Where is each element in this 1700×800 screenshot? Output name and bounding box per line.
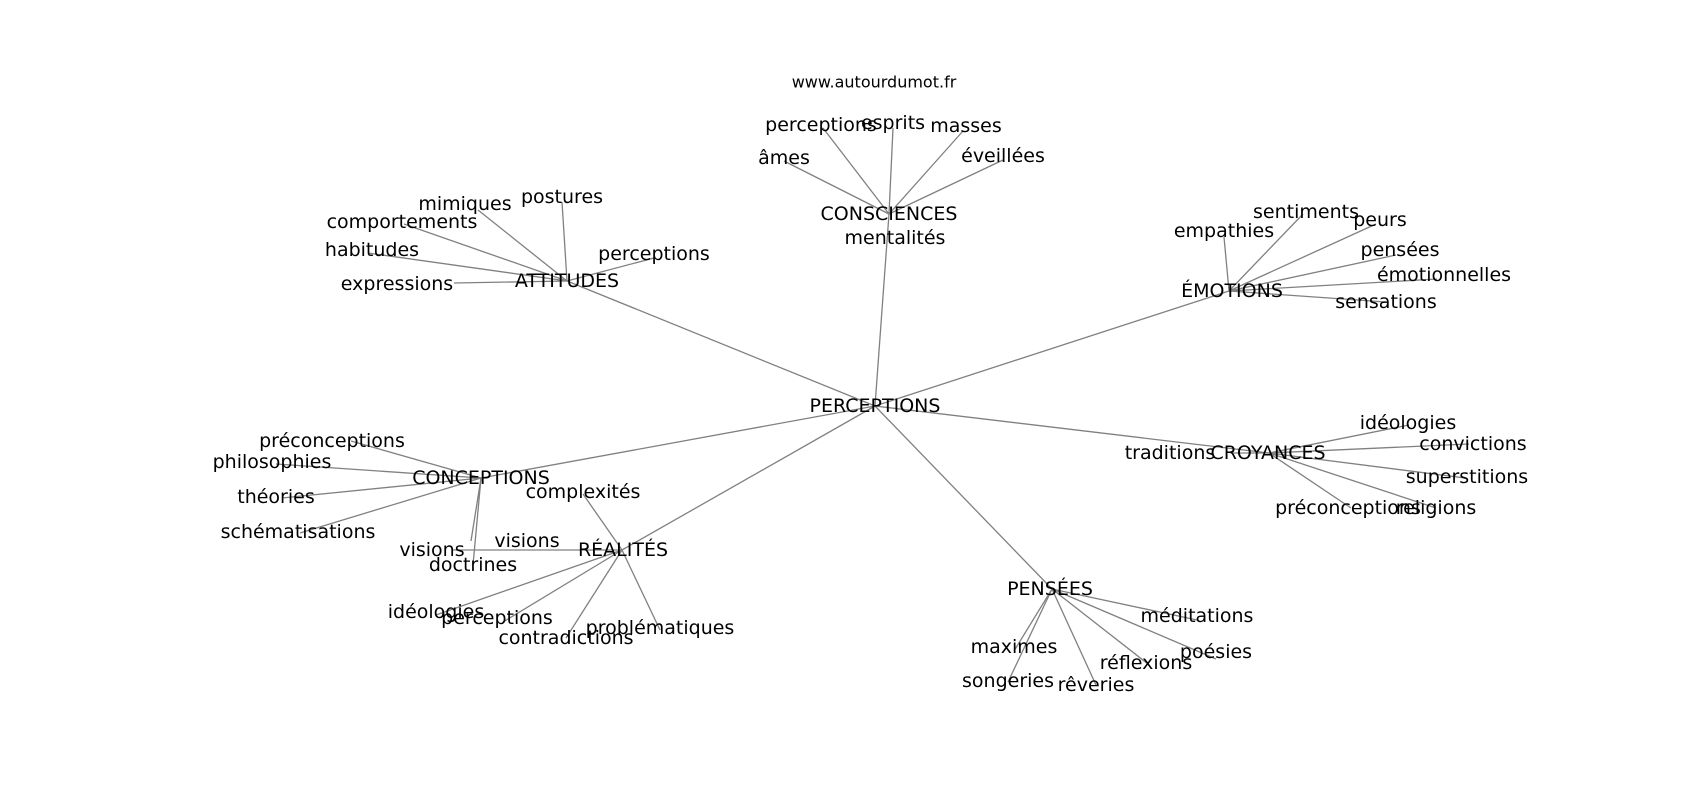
leaf-node-realites-4[interactable]: contradictions	[498, 627, 633, 649]
edge-center-to-attitudes	[566, 280, 876, 407]
edge-center-to-pensees	[874, 405, 1053, 590]
hub-node-emotions[interactable]: ÉMOTIONS	[1181, 279, 1283, 302]
hub-node-consciences[interactable]: CONSCIENCES	[821, 203, 958, 225]
edge-consciences-leaf-4	[888, 159, 1004, 215]
leaf-node-conceptions-2[interactable]: théories	[237, 486, 314, 508]
edge-pensees-leaf-4	[1007, 588, 1053, 683]
edge-emotions-leaf-2	[1228, 223, 1377, 292]
leaf-node-croyances-1[interactable]: traditions	[1125, 442, 1216, 464]
edge-pensees-leaf-5	[1051, 588, 1097, 686]
hub-node-pensees[interactable]: PENSÉES	[1007, 577, 1093, 600]
edge-consciences-leaf-2	[888, 130, 964, 215]
edge-emotions-leaf-4	[1228, 278, 1438, 292]
edge-pensees-leaf-0	[1051, 588, 1198, 621]
leaf-node-pensees-1[interactable]: maximes	[971, 636, 1058, 658]
edge-realites-leaf-2	[435, 549, 623, 616]
edge-realites-leaf-5	[621, 549, 661, 631]
edge-center-to-emotions	[874, 290, 1230, 407]
leaf-node-emotions-5[interactable]: sensations	[1335, 291, 1436, 313]
leaf-node-realites-5[interactable]: problématiques	[586, 617, 735, 639]
edge-attitudes-leaf-4	[453, 280, 568, 284]
edge-consciences-leaf-1	[888, 127, 894, 215]
center-node-label[interactable]: PERCEPTIONS	[810, 395, 941, 417]
leaf-node-realites-1[interactable]: visions	[494, 530, 559, 552]
edge-center-to-realites	[621, 405, 876, 551]
edge-consciences-leaf-3	[783, 160, 890, 215]
edge-attitudes-leaf-3	[367, 252, 568, 282]
leaf-node-emotions-0[interactable]: sentiments	[1253, 201, 1359, 223]
leaf-node-pensees-2[interactable]: poésies	[1180, 641, 1252, 663]
edge-center-to-conceptions	[480, 405, 876, 479]
hub-node-conceptions[interactable]: CONCEPTIONS	[412, 467, 550, 489]
edge-pensees-leaf-3	[1051, 588, 1149, 665]
graph-edges	[275, 127, 1470, 686]
leaf-node-croyances-2[interactable]: convictions	[1419, 433, 1526, 455]
leaf-node-realites-2[interactable]: idéologies	[388, 601, 484, 623]
leaf-node-conceptions-5[interactable]: doctrines	[429, 554, 517, 576]
edge-emotions-leaf-5	[1228, 290, 1387, 303]
leaf-node-consciences-4[interactable]: éveillées	[961, 145, 1045, 167]
leaf-node-pensees-3[interactable]: réflexions	[1100, 652, 1193, 674]
leaf-node-croyances-4[interactable]: préconceptions	[1275, 497, 1421, 519]
leaf-node-consciences-2[interactable]: masses	[930, 115, 1002, 137]
edge-emotions-leaf-0	[1228, 213, 1304, 292]
edge-center-to-consciences	[874, 213, 890, 407]
leaf-node-emotions-1[interactable]: empathies	[1174, 220, 1274, 242]
edge-croyances-leaf-4	[1268, 452, 1352, 509]
leaf-node-emotions-2[interactable]: peurs	[1353, 209, 1407, 231]
edge-attitudes-leaf-5	[566, 257, 655, 282]
leaf-node-emotions-3[interactable]: pensées	[1361, 239, 1440, 261]
edge-croyances-leaf-5	[1268, 452, 1437, 509]
leaf-node-attitudes-5[interactable]: perceptions	[598, 243, 710, 265]
edge-consciences-leaf-0	[822, 127, 890, 215]
edge-attitudes-leaf-2	[403, 223, 568, 282]
leaf-node-attitudes-1[interactable]: postures	[521, 186, 603, 208]
edge-croyances-leaf-0	[1268, 424, 1410, 454]
leaf-node-consciences-3[interactable]: âmes	[758, 147, 810, 169]
hub-node-croyances[interactable]: CROYANCES	[1210, 442, 1325, 464]
leaf-node-consciences-1[interactable]: esprits	[861, 112, 925, 134]
edge-conceptions-leaf-3	[299, 477, 482, 534]
source-watermark: www.autourdumot.fr	[792, 73, 957, 92]
edge-attitudes-leaf-0	[477, 209, 568, 282]
leaf-node-emotions-4[interactable]: émotionnelles	[1377, 264, 1511, 286]
leaf-node-conceptions-1[interactable]: philosophies	[213, 451, 332, 473]
leaf-node-conceptions-3[interactable]: schématisations	[221, 521, 376, 543]
edge-croyances-leaf-2	[1268, 443, 1470, 454]
leaf-node-consciences-5[interactable]: mentalités	[845, 227, 946, 249]
edge-pensees-leaf-1	[1013, 588, 1053, 652]
hub-node-realites[interactable]: RÉALITÉS	[578, 538, 668, 561]
leaf-node-croyances-0[interactable]: idéologies	[1360, 412, 1456, 434]
graph-labels: www.autourdumot.fr PERCEPTIONS ATTITUDES m…	[213, 73, 1529, 697]
leaf-node-pensees-4[interactable]: songeries	[962, 670, 1054, 692]
edge-pensees-leaf-2	[1051, 588, 1217, 660]
edge-attitudes-leaf-1	[561, 201, 568, 282]
hub-node-attitudes[interactable]: ATTITUDES	[515, 270, 619, 292]
leaf-node-consciences-0[interactable]: perceptions	[765, 114, 877, 136]
edge-conceptions-leaf-2	[281, 477, 482, 499]
leaf-node-conceptions-4[interactable]: visions	[399, 539, 464, 561]
edge-center-to-croyances	[874, 405, 1270, 454]
leaf-node-realites-3[interactable]: perceptions	[441, 607, 553, 629]
leaf-node-realites-0[interactable]: complexités	[526, 481, 641, 503]
leaf-node-croyances-5[interactable]: religions	[1396, 497, 1477, 519]
leaf-node-croyances-3[interactable]: superstitions	[1406, 466, 1528, 488]
edge-realites-leaf-4	[565, 549, 623, 639]
edge-realites-leaf-0	[582, 493, 623, 551]
edge-emotions-leaf-1	[1223, 236, 1230, 292]
leaf-node-attitudes-2[interactable]: comportements	[327, 211, 478, 233]
edge-croyances-leaf-3	[1268, 452, 1466, 479]
leaf-node-pensees-5[interactable]: rêveries	[1058, 674, 1135, 696]
edge-conceptions-leaf-0	[350, 440, 482, 479]
leaf-node-attitudes-3[interactable]: habitudes	[325, 239, 419, 261]
leaf-node-attitudes-4[interactable]: expressions	[341, 273, 453, 295]
leaf-node-attitudes-0[interactable]: mimiques	[418, 193, 511, 215]
edge-conceptions-leaf-1	[275, 463, 482, 479]
leaf-node-pensees-0[interactable]: méditations	[1141, 605, 1254, 627]
edge-conceptions-leaf-4	[470, 477, 482, 542]
leaf-node-conceptions-0[interactable]: préconceptions	[259, 430, 405, 452]
edge-emotions-leaf-3	[1228, 254, 1397, 292]
edge-realites-leaf-3	[502, 549, 623, 623]
